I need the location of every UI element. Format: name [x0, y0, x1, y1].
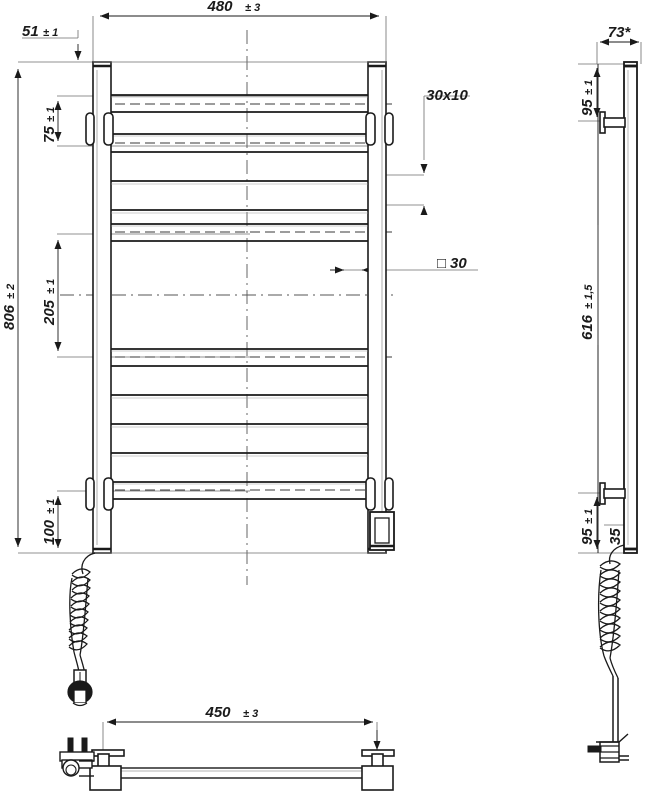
mount-bracket-top-left-outer [85, 112, 95, 146]
side-bracket-bottom [599, 482, 626, 505]
rung-axis-lines [100, 103, 392, 491]
dim-rung-section: 30x10 [426, 87, 468, 104]
front-view-assembly [67, 61, 395, 707]
dim-side-depth: 73* [608, 24, 632, 41]
mount-bracket-top-right-inner [365, 112, 376, 146]
dim-side-bottom-tol: ± 1 [583, 509, 595, 524]
mount-bracket-top-left-inner [103, 112, 114, 146]
mount-bracket-top-right-outer [384, 112, 394, 146]
dim-side-top-tol: ± 1 [583, 80, 595, 95]
rung-7 [111, 394, 368, 399]
dimension-labels: 480 ± 3 51 ± 1 806 ± 2 75 ± 1 205 ± 1 10… [1, 0, 631, 721]
rung-5 [111, 223, 368, 242]
mains-plug-front [67, 669, 93, 707]
dim-top-offset-tol: ± 1 [43, 27, 58, 39]
dimension-lines [14, 12, 639, 750]
dim-bottom-offset-tol: ± 1 [45, 499, 57, 514]
dim-post-section-value: 30 [450, 255, 467, 272]
rung-8 [111, 423, 368, 428]
plan-bracket-right [361, 749, 395, 791]
rung-4 [111, 209, 368, 214]
dim-bottom-width-value: 450 [204, 704, 231, 721]
center-lines [60, 30, 393, 585]
dim-overall-width-value: 480 [206, 0, 233, 15]
rung-10 [111, 481, 368, 500]
dim-top-bracket-value: 75 [41, 126, 58, 143]
mount-bracket-bottom-right-outer [384, 477, 394, 511]
dim-top-offset-value: 51 [22, 23, 39, 40]
dim-side-height-tol: ± 1,5 [583, 284, 595, 309]
mount-brackets [85, 112, 394, 511]
bottom-plan-view [59, 737, 395, 791]
rungs-group [111, 94, 368, 500]
rung-1 [111, 94, 368, 113]
mount-bracket-bottom-left-outer [85, 477, 95, 511]
dim-overall-height-value: 806 [1, 304, 18, 330]
power-cord-side [597, 544, 625, 679]
dim-side-top-value: 95 [579, 99, 596, 116]
side-view-assembly [587, 61, 638, 763]
dim-mid-spacing-value: 205 [41, 299, 58, 326]
heating-element-box [369, 511, 395, 551]
rung-9 [111, 452, 368, 457]
mains-plug-plan [59, 737, 95, 777]
rung-6 [111, 348, 368, 367]
dim-post-section-prefix: □ [437, 255, 446, 272]
side-bracket-top [599, 111, 626, 134]
mount-bracket-bottom-left-inner [103, 477, 114, 511]
rung-2 [111, 133, 368, 153]
mount-bracket-bottom-right-inner [365, 477, 376, 511]
dim-cable-offset: 35 [607, 528, 624, 545]
dim-top-bracket-tol: ± 1 [45, 107, 57, 122]
dim-overall-width-tol: ± 3 [245, 2, 260, 14]
power-cord-front [68, 552, 96, 675]
mains-plug-side [587, 676, 629, 763]
dim-bottom-width-tol: ± 3 [243, 708, 258, 720]
dim-side-height-value: 616 [579, 314, 596, 340]
dim-overall-height-tol: ± 2 [5, 284, 17, 299]
plan-bracket-left [89, 749, 125, 791]
dim-mid-spacing-tol: ± 1 [45, 279, 57, 294]
rung-3 [111, 180, 368, 185]
dim-bottom-offset-value: 100 [41, 519, 58, 545]
dim-side-bottom-value: 95 [579, 528, 596, 545]
